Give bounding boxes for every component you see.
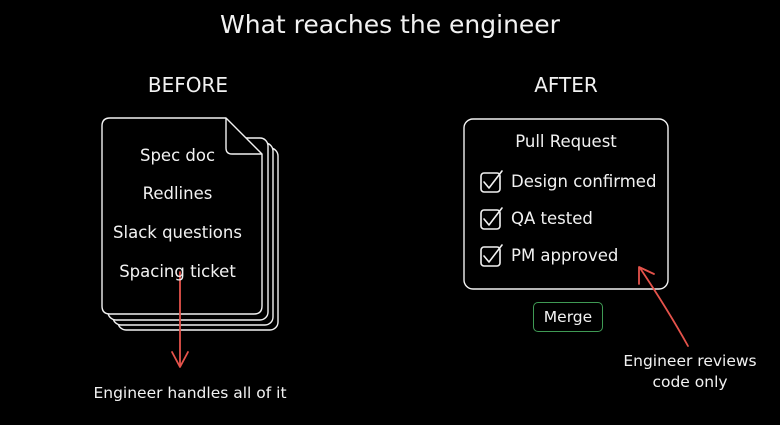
document-stack-icon <box>101 117 279 331</box>
check-label-pm-approved: PM approved <box>511 246 619 265</box>
after-note-line-1: Engineer reviews <box>623 352 757 370</box>
before-item-slack-questions: Slack questions <box>113 223 242 242</box>
pull-request-title: Pull Request <box>515 132 617 151</box>
front-document-page <box>101 117 263 315</box>
pointer-arrow-icon <box>638 266 689 347</box>
before-item-spacing-ticket: Spacing ticket <box>119 262 236 281</box>
checkbox-pm-approved-icon <box>480 244 503 267</box>
checkbox-qa-tested-icon <box>480 207 503 230</box>
merge-button[interactable]: Merge <box>533 302 603 332</box>
check-label-design-confirmed: Design confirmed <box>511 172 657 191</box>
pull-request-card <box>463 118 669 290</box>
before-heading: BEFORE <box>147 73 229 97</box>
before-item-redlines: Redlines <box>142 184 213 203</box>
diagram-title: What reaches the engineer <box>220 10 560 39</box>
before-item-spec-doc: Spec doc <box>139 146 216 165</box>
after-heading: AFTER <box>534 73 598 97</box>
checkbox-design-confirmed-icon <box>480 170 503 193</box>
before-note: Engineer handles all of it <box>93 384 287 402</box>
down-arrow-icon <box>171 271 189 368</box>
check-label-qa-tested: QA tested <box>511 209 593 228</box>
after-note-line-2: code only <box>652 373 728 391</box>
